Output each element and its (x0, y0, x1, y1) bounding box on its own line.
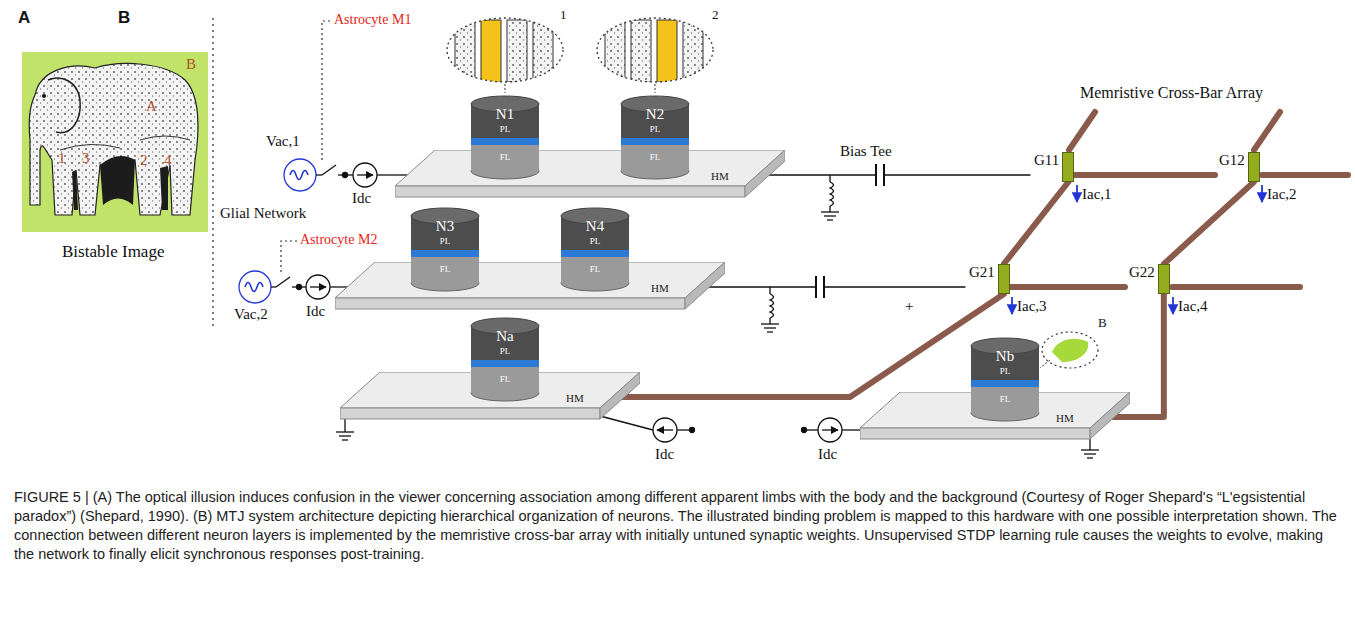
layer-label: HM (711, 170, 729, 182)
memristor-element (1158, 264, 1170, 294)
mtj-neuron: NaPL FL (470, 317, 540, 402)
memristor: G12 (1215, 152, 1261, 182)
callout-number: 2 (140, 152, 148, 169)
layer-label: HM (651, 282, 669, 294)
mtj-neuron: NbPL FL (970, 337, 1040, 422)
panel-letter: A (18, 8, 30, 28)
diagram-label: Astrocyte M1 (334, 12, 411, 28)
layer-label: PL (410, 236, 480, 246)
neuron-name: N4 (560, 218, 630, 235)
memristor-element (998, 264, 1010, 294)
panel-letter: B (118, 8, 130, 28)
layer-label: PL (470, 346, 540, 356)
layer-label: HM (1056, 412, 1074, 424)
diagram-label: Idc (655, 446, 674, 463)
glial-network-line (213, 18, 330, 330)
callout-number: 3 (82, 150, 90, 167)
crossbar-line (1011, 284, 1125, 290)
callout-number: B (186, 56, 196, 73)
background-inset (1040, 332, 1098, 368)
crossbar-line (1004, 182, 1068, 264)
mtj-neuron: N3PL FL (410, 207, 480, 292)
layer-label: FL (470, 152, 540, 162)
layer-label: PL (470, 124, 540, 134)
heavy-metal-plate: HMN1PLFLN2PLFL (395, 150, 785, 198)
crossbar-line (1075, 172, 1215, 178)
neuron-name: N2 (620, 106, 690, 123)
heavy-metal-plate: HMNbPLFL (860, 392, 1130, 440)
conductance-label: G12 (1219, 152, 1245, 169)
diagram-label: Iac,2 (1267, 186, 1297, 203)
diagram-label: Iac,1 (1082, 186, 1112, 203)
layer-label: FL (560, 264, 630, 274)
diagram-label: Astrocyte M2 (300, 232, 377, 248)
diagram-label: Vac,2 (234, 306, 268, 323)
mtj-neuron: N1PL FL (470, 95, 540, 180)
diagram-label: Memristive Cross-Bar Array (1080, 84, 1263, 102)
limb-inset (447, 18, 713, 93)
conductance-label: G22 (1129, 264, 1155, 281)
conductance-label: G21 (969, 264, 995, 281)
crossbar-bar (1069, 112, 1348, 287)
mtj-neuron: N2PL FL (620, 95, 690, 180)
neuron-name: N3 (410, 218, 480, 235)
diagram-label: Iac,3 (1017, 298, 1047, 315)
bias-tee-inductor (761, 287, 779, 332)
diagram-label: Glial Network (220, 205, 306, 222)
callout-number: 1 (58, 150, 66, 167)
diagram-label: Bias Tee (840, 143, 892, 160)
heavy-metal-plate: HMNaPLFL (340, 372, 640, 420)
memristor: G11 (1030, 152, 1075, 182)
bias-tee-inductor (821, 175, 839, 220)
layer-label: PL (560, 236, 630, 246)
wire (757, 174, 1030, 175)
wire (697, 286, 965, 287)
layer-label: FL (410, 264, 480, 274)
neuron-name: N1 (470, 106, 540, 123)
callout-number: A (146, 98, 157, 115)
diagram-label: 2 (712, 8, 719, 23)
capacitor-symbol (815, 164, 885, 298)
diagram-label: Vac,1 (266, 133, 300, 150)
diagram-label: + (905, 298, 913, 315)
diagram-label: Bistable Image (62, 242, 164, 262)
diagram-label: Idc (352, 190, 371, 207)
memristor-element (1062, 152, 1074, 182)
layer-label: FL (470, 374, 540, 384)
diagram-label: 1 (560, 8, 567, 23)
mtj-neuron: N4PL FL (560, 207, 630, 292)
figure-caption: FIGURE 5 | (A) The optical illusion indu… (14, 488, 1341, 564)
layer-label: HM (566, 392, 584, 404)
diagram-label: Idc (818, 446, 837, 463)
neuron-name: Na (470, 328, 540, 345)
source-circuit (284, 159, 408, 191)
callout-number: 4 (164, 152, 172, 169)
memristor: G21 (965, 264, 1011, 294)
neuron-name: Nb (970, 348, 1040, 365)
heavy-metal-plate: HMN3PLFLN4PLFL (335, 262, 725, 310)
layer-label: PL (620, 124, 690, 134)
layer-label: FL (620, 152, 690, 162)
source-circuit (239, 271, 348, 303)
diagram-label: Idc (306, 303, 325, 320)
diagram-label: Iac,4 (1178, 298, 1208, 315)
memristor-element (1248, 152, 1260, 182)
conductance-label: G11 (1034, 152, 1059, 169)
bistable-elephant (22, 52, 208, 232)
memristor: G22 (1125, 264, 1171, 294)
crossbar-line (1164, 182, 1254, 264)
diagram-label: B (1098, 316, 1107, 331)
layer-label: PL (970, 366, 1040, 376)
layer-label: FL (970, 394, 1040, 404)
